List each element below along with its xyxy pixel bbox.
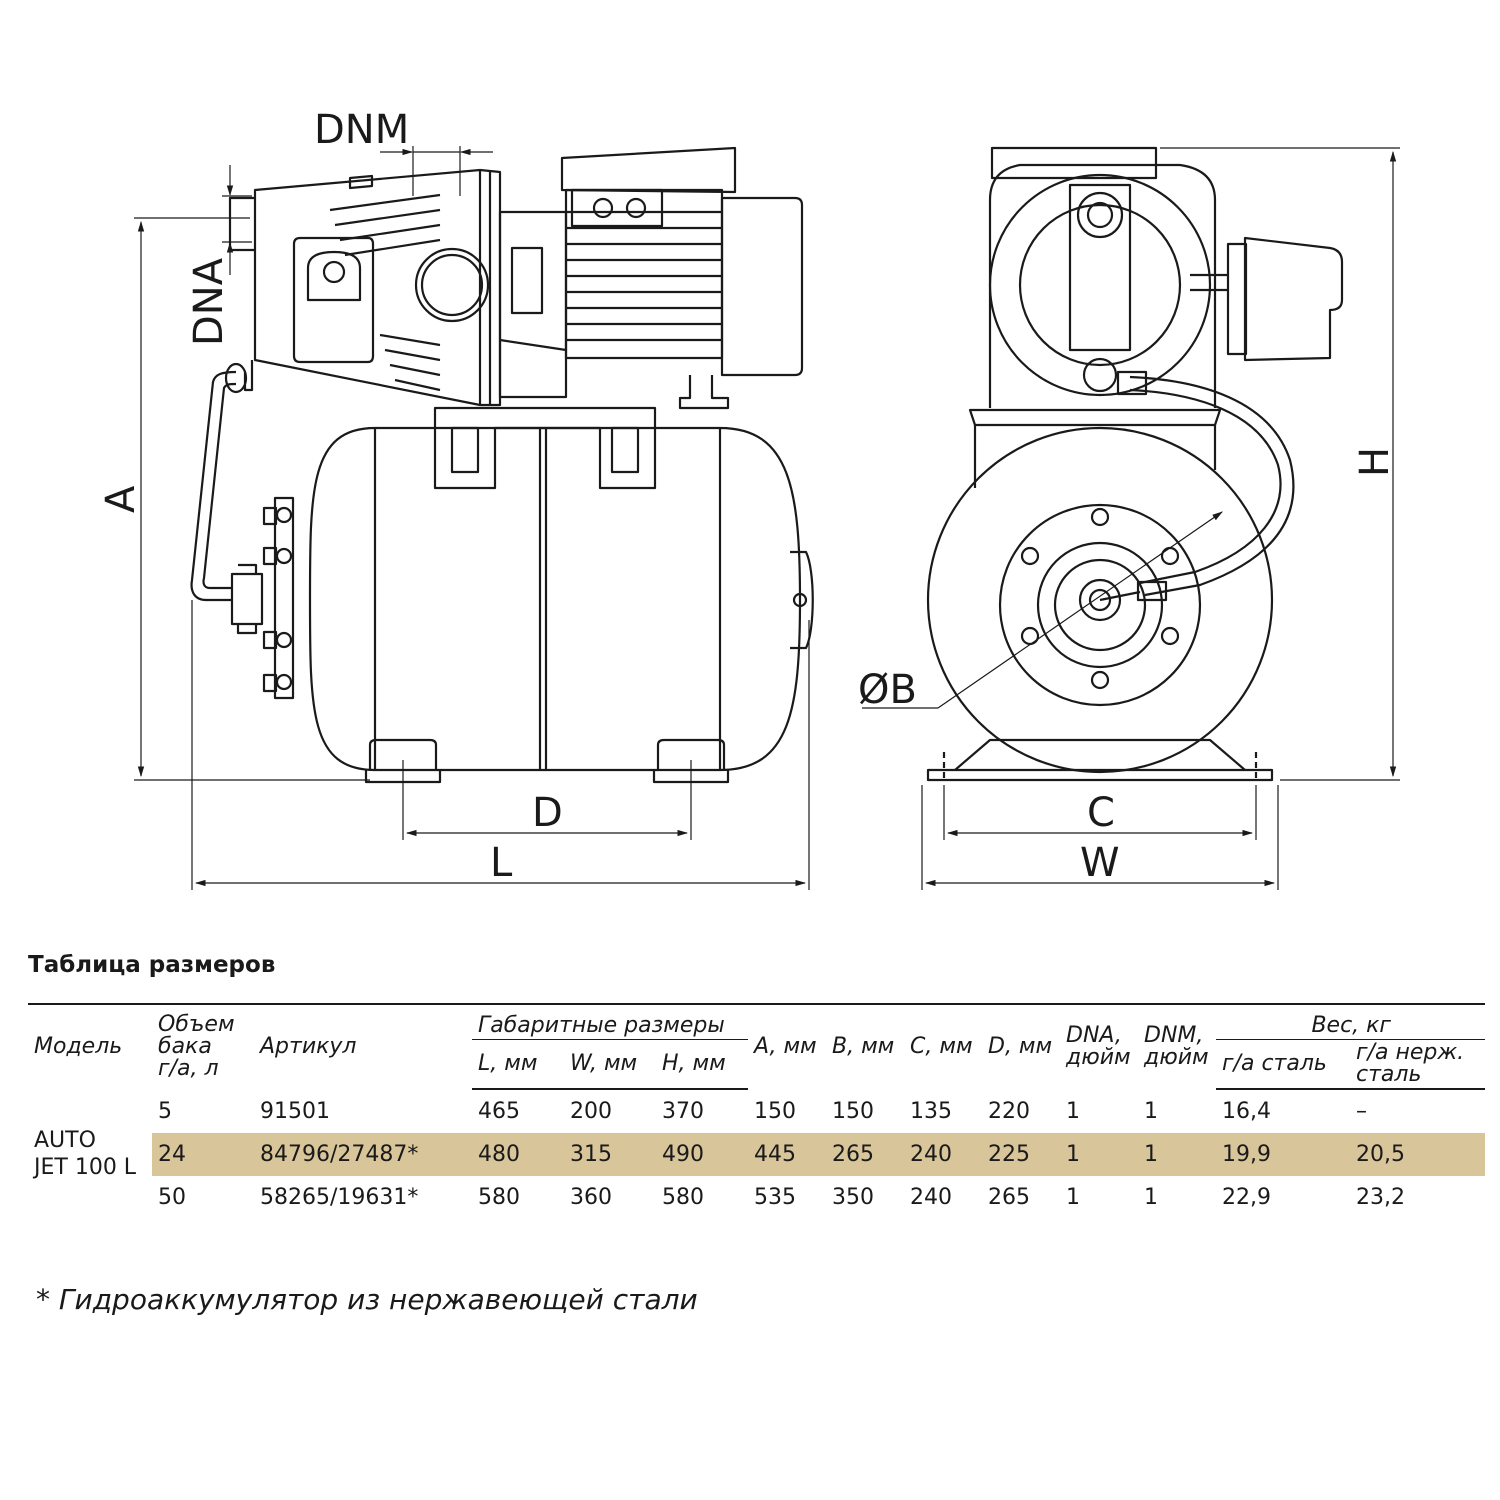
technical-drawing: DNM DNA A D L C W H ØB (98, 107, 1400, 890)
cell-volume: 5 (158, 1098, 172, 1124)
cell-dna: 1 (1066, 1185, 1080, 1210)
table-row: 50 58265/19631* 580 360 580 535 350 240 … (28, 1176, 1485, 1219)
cell-weight-stainless: 20,5 (1350, 1133, 1485, 1176)
cell-b: 265 (826, 1133, 904, 1176)
header-weight: Вес, кг (1216, 1003, 1485, 1040)
header-c: C, мм (904, 1003, 982, 1089)
front-hose (1129, 375, 1295, 597)
cell-h: 490 (656, 1133, 748, 1176)
side-port (414, 247, 490, 323)
cell-a: 445 (748, 1133, 826, 1176)
cell-c: 135 (910, 1098, 952, 1124)
side-view (190, 146, 814, 784)
cell-d: 265 (988, 1185, 1030, 1210)
cell-weight-steel: 22,9 (1222, 1185, 1271, 1210)
side-flange (273, 496, 295, 700)
header-w: W, мм (564, 1039, 656, 1090)
header-a: A, мм (748, 1003, 826, 1089)
label-d: D (532, 790, 563, 836)
header-l: L, мм (472, 1039, 564, 1090)
label-ob: ØB (858, 667, 917, 713)
cell-weight-stainless: 23,2 (1356, 1185, 1405, 1210)
cell-weight-steel: 16,4 (1222, 1099, 1271, 1124)
side-terminal-box (560, 146, 737, 194)
header-b: B, мм (826, 1003, 904, 1089)
header-weight-steel: г/а сталь (1216, 1039, 1350, 1090)
cell-h: 580 (662, 1185, 704, 1210)
cell-dnm: 1 (1138, 1133, 1216, 1176)
cell-dnm: 1 (1144, 1098, 1158, 1124)
cell-dna: 1 (1060, 1133, 1138, 1176)
cell-volume: 24 (152, 1133, 254, 1176)
front-pump-body (968, 408, 1222, 427)
side-bracket (433, 406, 657, 490)
label-h: H (1352, 447, 1398, 477)
cell-w: 200 (570, 1099, 612, 1124)
label-c: C (1087, 790, 1115, 836)
cell-l: 480 (472, 1133, 564, 1176)
cell-w: 360 (570, 1185, 612, 1210)
side-motor (564, 188, 724, 360)
front-view (926, 146, 1344, 782)
header-article: Артикул (254, 1003, 472, 1089)
cell-d: 225 (982, 1133, 1060, 1176)
header-h: H, мм (656, 1039, 748, 1090)
cell-c: 240 (904, 1133, 982, 1176)
cell-d: 220 (988, 1098, 1030, 1124)
side-hose (190, 370, 237, 602)
cell-a: 535 (754, 1185, 796, 1210)
side-pump-body (253, 168, 502, 407)
header-d: D, мм (982, 1003, 1060, 1089)
header-dnm: DNM,дюйм (1138, 1003, 1216, 1089)
cell-article: 91501 (260, 1098, 330, 1124)
cell-article: 84796/27487* (254, 1133, 472, 1176)
cell-volume: 50 (158, 1185, 186, 1210)
cell-article: 58265/19631* (260, 1185, 419, 1210)
header-dna: DNA,дюйм (1060, 1003, 1138, 1089)
cell-weight-steel: 19,9 (1216, 1133, 1350, 1176)
label-dnm: DNM (314, 107, 409, 153)
table-row: 24 84796/27487* 480 315 490 445 265 240 … (28, 1133, 1485, 1176)
side-housing (292, 236, 375, 364)
front-tank (926, 426, 1274, 774)
cell-weight-stainless: – (1356, 1099, 1367, 1124)
cell-dna: 1 (1066, 1098, 1080, 1124)
label-l: L (490, 840, 513, 886)
cell-l: 580 (478, 1185, 520, 1210)
label-a: A (98, 485, 144, 513)
cell-b: 150 (832, 1098, 874, 1124)
cell-c: 240 (910, 1185, 952, 1210)
cell-l: 465 (478, 1099, 520, 1124)
cell-w: 315 (564, 1133, 656, 1176)
side-tank (308, 426, 802, 772)
cell-dnm: 1 (1144, 1185, 1158, 1210)
front-pressure-switch (1243, 236, 1344, 362)
cell-b: 350 (832, 1185, 874, 1210)
header-weight-stainless: г/а нерж.сталь (1350, 1039, 1485, 1090)
header-model: Модель (28, 1003, 152, 1089)
label-w: W (1080, 840, 1120, 886)
footnote: * Гидроаккумулятор из нержавеющей стали (36, 1283, 698, 1316)
label-dna: DNA (186, 257, 232, 346)
table-title: Таблица размеров (28, 952, 276, 978)
cell-a: 150 (754, 1098, 796, 1124)
cell-h: 370 (662, 1099, 704, 1124)
header-overall: Габаритные размеры (472, 1003, 748, 1040)
front-base (926, 768, 1274, 782)
side-motor-cap (720, 196, 804, 377)
